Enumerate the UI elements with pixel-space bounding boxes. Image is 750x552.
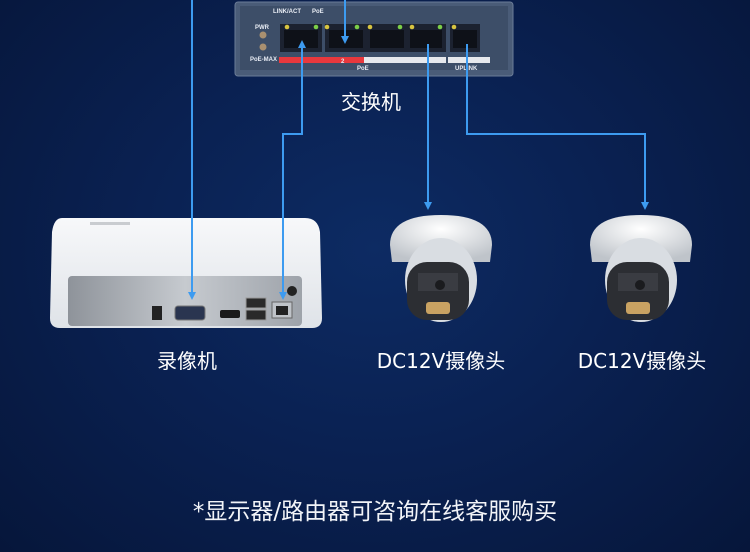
svg-text:LINK/ACT: LINK/ACT [273, 9, 301, 15]
camera-1-label: DC12V摄像头 [376, 349, 506, 373]
camera-2-label: DC12V摄像头 [577, 349, 707, 373]
nvr-label: 录像机 [157, 349, 217, 373]
nvr-device [50, 218, 322, 328]
switch-to-camera-2-line [466, 44, 649, 210]
poe-switch: LINK/ACT PoE PWR PoE-MAX 2 PoE UPLIN [234, 1, 514, 77]
svg-text:PoE-MAX: PoE-MAX [250, 57, 277, 63]
camera-2 [590, 215, 692, 322]
nvr-to-switch-line [282, 40, 306, 296]
svg-text:2: 2 [341, 59, 345, 65]
svg-text:PWR: PWR [255, 25, 270, 31]
connection-lines [188, 0, 649, 300]
svg-text:PoE: PoE [312, 9, 324, 15]
camera-1 [390, 215, 492, 322]
footnote: *显示器/路由器可咨询在线客服购买 [192, 499, 558, 525]
switch-label: 交换机 [341, 90, 401, 114]
svg-text:PoE: PoE [357, 66, 369, 72]
switch-ports [280, 24, 480, 52]
